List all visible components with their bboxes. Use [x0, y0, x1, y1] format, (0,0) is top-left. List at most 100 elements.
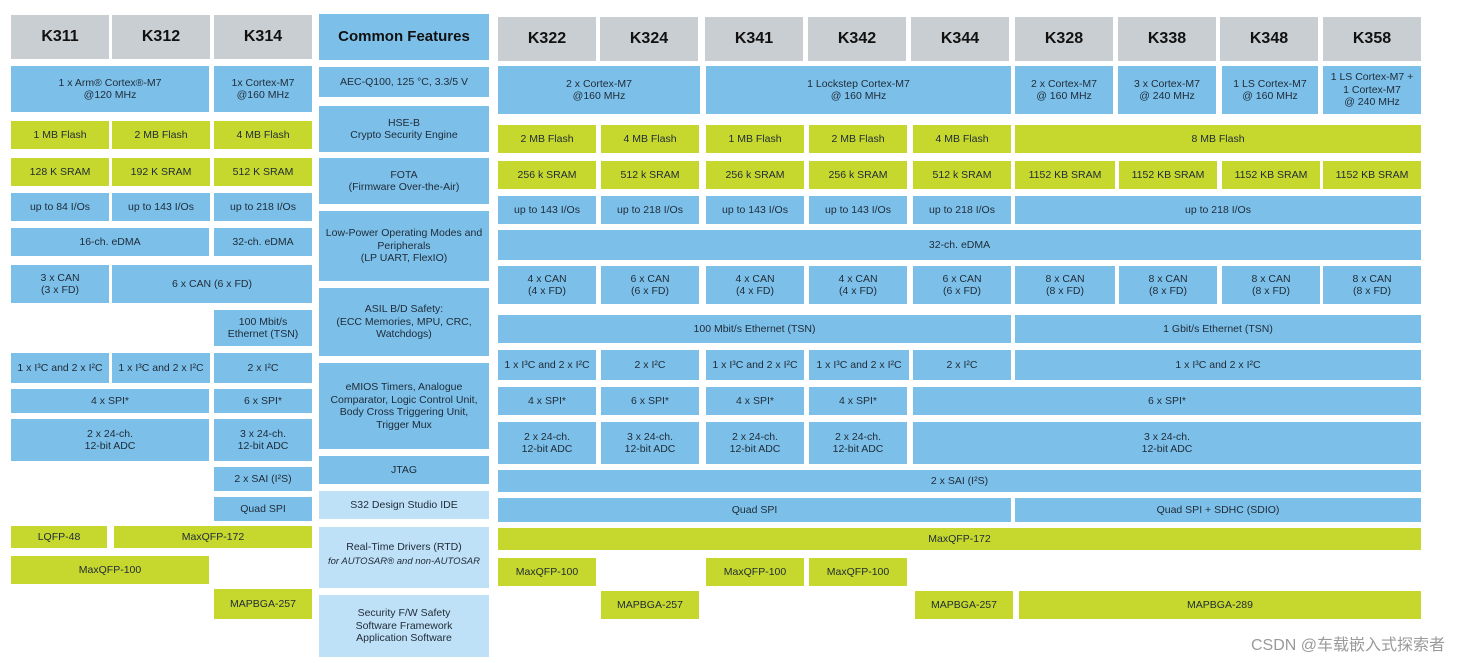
common-fota: FOTA (Firmware Over-the-Air)	[319, 158, 489, 204]
k348-sram: 1152 KB SRAM	[1222, 161, 1320, 189]
k311-k312-adc: 2 x 24-ch. 12-bit ADC	[11, 419, 209, 461]
k314-spi: 6 x SPI*	[214, 389, 312, 413]
k328-k358-flash: 8 MB Flash	[1015, 125, 1421, 153]
k344-sram: 512 k SRAM	[913, 161, 1011, 189]
k311-io: up to 84 I/Os	[11, 193, 109, 221]
k341-maxqfp100: MaxQFP-100	[706, 558, 804, 586]
header-k328: K328	[1015, 17, 1113, 61]
k344-mapbga257: MAPBGA-257	[915, 591, 1013, 619]
k314-sram: 512 K SRAM	[214, 158, 312, 186]
header-k344: K344	[911, 17, 1009, 61]
k314-sai: 2 x SAI (I²S)	[214, 467, 312, 491]
common-low-power: Low-Power Operating Modes and Peripheral…	[319, 211, 489, 281]
k322-flash: 2 MB Flash	[498, 125, 596, 153]
k341-spi: 4 x SPI*	[706, 387, 804, 415]
k344-k358-spi: 6 x SPI*	[913, 387, 1421, 415]
k341-adc: 2 x 24-ch. 12-bit ADC	[706, 422, 804, 464]
k322-can: 4 x CAN (4 x FD)	[498, 266, 596, 304]
common-jtag: JTAG	[319, 456, 489, 484]
k324-sram: 512 k SRAM	[601, 161, 699, 189]
maxqfp100-left: MaxQFP-100	[11, 556, 209, 584]
k342-i3c: 1 x I³C and 2 x I²C	[809, 350, 909, 380]
k314-flash: 4 MB Flash	[214, 121, 312, 149]
k341-i3c: 1 x I³C and 2 x I²C	[706, 350, 804, 380]
watermark: CSDN @车载嵌入式探索者	[1250, 637, 1445, 654]
k311-lqfp48: LQFP-48	[11, 526, 107, 548]
k344-io: up to 218 I/Os	[913, 196, 1011, 224]
right-sai: 2 x SAI (I²S)	[498, 470, 1421, 492]
k338-can: 8 x CAN (8 x FD)	[1119, 266, 1217, 304]
k314-mapbga257: MAPBGA-257	[214, 589, 312, 619]
header-k348: K348	[1220, 17, 1318, 61]
k341-io: up to 143 I/Os	[706, 196, 804, 224]
k324-i2c: 2 x I²C	[601, 350, 699, 380]
k322-i3c: 1 x I³C and 2 x I²C	[498, 350, 596, 380]
common-rtd-autosar: for AUTOSAR® and non-AUTOSAR	[319, 554, 489, 588]
k342-sram: 256 k SRAM	[809, 161, 907, 189]
right-quad-spi-sdhc: Quad SPI + SDHC (SDIO)	[1015, 498, 1421, 522]
k322-io: up to 143 I/Os	[498, 196, 596, 224]
k348-core: 1 LS Cortex-M7 @ 160 MHz	[1222, 66, 1318, 114]
k314-core: 1x Cortex-M7 @160 MHz	[214, 66, 312, 112]
k342-io: up to 143 I/Os	[809, 196, 907, 224]
k311-k312-edma: 16-ch. eDMA	[11, 228, 209, 256]
k312-i3c: 1 x I³C and 2 x I²C	[112, 353, 210, 383]
k342-flash: 2 MB Flash	[809, 125, 907, 153]
header-common-features: Common Features	[319, 14, 489, 60]
right-maxqfp172: MaxQFP-172	[498, 528, 1421, 550]
k311-can: 3 x CAN (3 x FD)	[11, 265, 109, 303]
k342-spi: 4 x SPI*	[809, 387, 907, 415]
k322-adc: 2 x 24-ch. 12-bit ADC	[498, 422, 596, 464]
common-security-fw: Security F/W Safety Software Framework A…	[319, 595, 489, 657]
k341-sram: 256 k SRAM	[706, 161, 804, 189]
common-emios: eMIOS Timers, Analogue Comparator, Logic…	[319, 363, 489, 449]
k314-adc: 3 x 24-ch. 12-bit ADC	[214, 419, 312, 461]
common-asil: ASIL B/D Safety: (ECC Memories, MPU, CRC…	[319, 288, 489, 356]
k342-can: 4 x CAN (4 x FD)	[809, 266, 907, 304]
k344-flash: 4 MB Flash	[913, 125, 1011, 153]
header-k314: K314	[214, 15, 312, 59]
k322-maxqfp100: MaxQFP-100	[498, 558, 596, 586]
maxqfp172-left: MaxQFP-172	[114, 526, 312, 548]
header-k338: K338	[1118, 17, 1216, 61]
k324-io: up to 218 I/Os	[601, 196, 699, 224]
header-k322: K322	[498, 17, 596, 61]
k322-spi: 4 x SPI*	[498, 387, 596, 415]
k341-can: 4 x CAN (4 x FD)	[706, 266, 804, 304]
right-100m-ethernet: 100 Mbit/s Ethernet (TSN)	[498, 315, 1011, 343]
k328-sram: 1152 KB SRAM	[1015, 161, 1115, 189]
k311-k312-spi: 4 x SPI*	[11, 389, 209, 413]
k342-maxqfp100: MaxQFP-100	[809, 558, 907, 586]
k338-sram: 1152 KB SRAM	[1119, 161, 1217, 189]
k314-quad-spi: Quad SPI	[214, 497, 312, 521]
k311-k312-core: 1 x Arm® Cortex®-M7 @120 MHz	[11, 66, 209, 112]
header-k358: K358	[1323, 17, 1421, 61]
right-mapbga289: MAPBGA-289	[1019, 591, 1421, 619]
k312-flash: 2 MB Flash	[112, 121, 210, 149]
k344-i2c: 2 x I²C	[913, 350, 1011, 380]
header-k324: K324	[600, 17, 698, 61]
k328-can: 8 x CAN (8 x FD)	[1015, 266, 1115, 304]
k328-core: 2 x Cortex-M7 @ 160 MHz	[1015, 66, 1113, 114]
k312-io: up to 143 I/Os	[112, 193, 210, 221]
k338-core: 3 x Cortex-M7 @ 240 MHz	[1118, 66, 1216, 114]
k328-k358-i3c: 1 x I³C and 2 x I²C	[1015, 350, 1421, 380]
k341-flash: 1 MB Flash	[706, 125, 804, 153]
k312-k314-can: 6 x CAN (6 x FD)	[112, 265, 312, 303]
k341-k344-core: 1 Lockstep Cortex-M7 @ 160 MHz	[706, 66, 1011, 114]
k311-flash: 1 MB Flash	[11, 121, 109, 149]
k311-i3c: 1 x I³C and 2 x I²C	[11, 353, 109, 383]
k314-i2c: 2 x I²C	[214, 353, 312, 383]
k342-adc: 2 x 24-ch. 12-bit ADC	[809, 422, 907, 464]
header-k312: K312	[112, 15, 210, 59]
k348-can: 8 x CAN (8 x FD)	[1222, 266, 1320, 304]
header-k311: K311	[11, 15, 109, 59]
k358-can: 8 x CAN (8 x FD)	[1323, 266, 1421, 304]
header-k342: K342	[808, 17, 906, 61]
k344-k358-adc: 3 x 24-ch. 12-bit ADC	[913, 422, 1421, 464]
right-quad-spi: Quad SPI	[498, 498, 1011, 522]
k322-sram: 256 k SRAM	[498, 161, 596, 189]
common-s32ds: S32 Design Studio IDE	[319, 491, 489, 519]
k358-core: 1 LS Cortex-M7 + 1 Cortex-M7 @ 240 MHz	[1323, 66, 1421, 114]
